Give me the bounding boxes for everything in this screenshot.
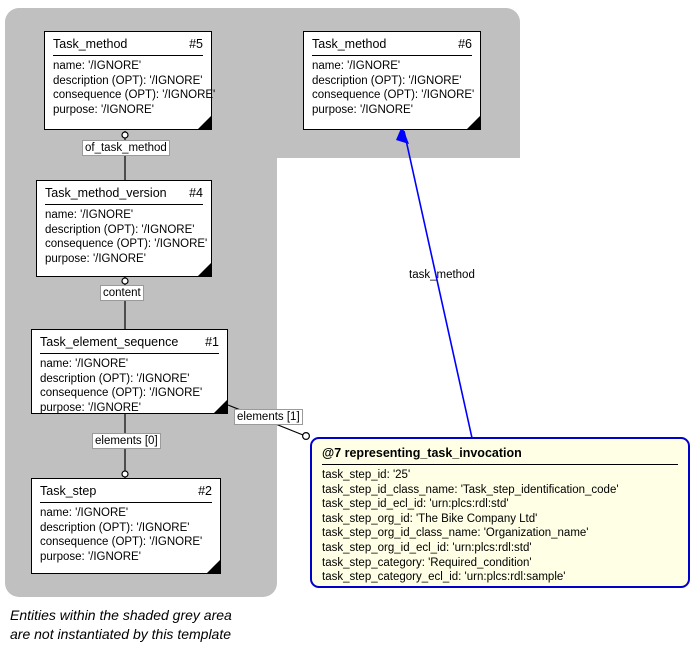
note-attribute: task_step_org_id_class_name: 'Organizati… — [322, 527, 589, 540]
folded-corner-icon — [198, 263, 211, 276]
entity-attribute: name: '/IGNORE' — [45, 209, 134, 221]
entity-name-1: Task_element_sequence — [40, 335, 179, 349]
entity-box-task-method-5[interactable]: Task_method #5 name: '/IGNORE' descripti… — [44, 31, 216, 130]
entity-id-1: #1 — [205, 335, 219, 349]
relation-label-elements-0: elements [0] — [92, 433, 161, 449]
entity-attribute: consequence (OPT): '/IGNORE' — [40, 536, 203, 549]
entity-header-1: Task_element_sequence #1 — [40, 335, 219, 354]
note-attribute: task_step_category_ecl_id: 'urn:plcs:rdl… — [322, 571, 566, 584]
entity-id-6: #6 — [458, 37, 472, 51]
entity-attribute: description (OPT): '/IGNORE' — [40, 372, 190, 385]
entity-header-5: Task_method #5 — [53, 37, 203, 56]
note-attribute: task_step_org_id_ecl_id: 'urn:plcs:rdl:s… — [322, 541, 532, 554]
note-attribute: task_step_id_ecl_id: 'urn:plcs:rdl:std' — [322, 498, 509, 511]
entity-attribute: purpose: '/IGNORE' — [312, 103, 413, 116]
entity-name-2: Task_step — [40, 484, 97, 498]
note-attribute: task_step_id: '25' — [322, 469, 411, 481]
entity-attributes-2: name: '/IGNORE' description (OPT): '/IGN… — [40, 506, 212, 564]
entity-attribute: purpose: '/IGNORE' — [53, 103, 154, 116]
entity-attributes-4: name: '/IGNORE' description (OPT): '/IGN… — [45, 208, 208, 266]
folded-corner-icon — [207, 560, 220, 573]
entity-attribute: purpose: '/IGNORE' — [40, 401, 141, 414]
note-header: @7 representing_task_invocation — [322, 445, 678, 465]
entity-header-4: Task_method_version #4 — [45, 186, 203, 205]
relation-label-content: content — [100, 285, 144, 301]
caption-line-2: are not instantiated by this template — [10, 626, 232, 642]
note-attributes: task_step_id: '25' task_step_id_class_na… — [322, 468, 678, 585]
entity-attribute: description (OPT): '/IGNORE' — [40, 521, 190, 534]
entity-attributes-6: name: '/IGNORE' description (OPT): '/IGN… — [312, 59, 475, 117]
entity-header-6: Task_method #6 — [312, 37, 472, 56]
connector-task-method — [403, 130, 473, 439]
entity-attributes-1: name: '/IGNORE' description (OPT): '/IGN… — [40, 357, 219, 415]
relation-label-elements-1: elements [1] — [234, 409, 303, 425]
folded-corner-icon — [198, 116, 211, 129]
entity-name-6: Task_method — [312, 37, 387, 51]
folded-corner-icon — [467, 116, 480, 129]
entity-box-task-method-version-4[interactable]: Task_method_version #4 name: '/IGNORE' d… — [36, 180, 212, 277]
entity-name-4: Task_method_version — [45, 186, 167, 200]
entity-attribute: description (OPT): '/IGNORE' — [53, 74, 203, 87]
entity-name-5: Task_method — [53, 37, 128, 51]
entity-header-2: Task_step #2 — [40, 484, 212, 503]
entity-id-2: #2 — [198, 484, 212, 498]
entity-attributes-5: name: '/IGNORE' description (OPT): '/IGN… — [53, 59, 216, 117]
note-attribute: task_step_category: 'Required_condition' — [322, 556, 532, 569]
relation-label-task-method: task_method — [409, 269, 475, 281]
entity-attribute: name: '/IGNORE' — [40, 507, 129, 519]
diagram-caption: Entities within the shaded grey area are… — [10, 606, 232, 644]
aggregation-circle-elements-1 — [302, 432, 311, 441]
entity-attribute: purpose: '/IGNORE' — [40, 550, 141, 563]
entity-attribute: consequence (OPT): '/IGNORE' — [45, 238, 208, 251]
caption-line-1: Entities within the shaded grey area — [10, 607, 232, 623]
entity-attribute: consequence (OPT): '/IGNORE' — [40, 387, 203, 400]
folded-corner-icon — [214, 400, 227, 413]
note-representing-task-invocation[interactable]: @7 representing_task_invocation task_ste… — [310, 437, 690, 588]
relation-label-of-task-method: of_task_method — [82, 140, 170, 156]
entity-attribute: name: '/IGNORE' — [53, 60, 142, 72]
entity-box-task-element-sequence-1[interactable]: Task_element_sequence #1 name: '/IGNORE'… — [31, 329, 228, 414]
entity-box-task-method-6[interactable]: Task_method #6 name: '/IGNORE' descripti… — [303, 31, 481, 130]
entity-attribute: consequence (OPT): '/IGNORE' — [53, 89, 216, 102]
entity-attribute: description (OPT): '/IGNORE' — [45, 223, 195, 236]
note-attribute: task_step_org_id: 'The Bike Company Ltd' — [322, 512, 538, 525]
entity-box-task-step-2[interactable]: Task_step #2 name: '/IGNORE' description… — [31, 478, 221, 574]
entity-id-5: #5 — [189, 37, 203, 51]
entity-attribute: description (OPT): '/IGNORE' — [312, 74, 462, 87]
entity-attribute: purpose: '/IGNORE' — [45, 252, 146, 265]
note-attribute: task_step_id_class_name: 'Task_step_iden… — [322, 483, 619, 496]
entity-attribute: name: '/IGNORE' — [40, 358, 129, 370]
entity-id-4: #4 — [189, 186, 203, 200]
entity-attribute: consequence (OPT): '/IGNORE' — [312, 89, 475, 102]
entity-attribute: name: '/IGNORE' — [312, 60, 401, 72]
